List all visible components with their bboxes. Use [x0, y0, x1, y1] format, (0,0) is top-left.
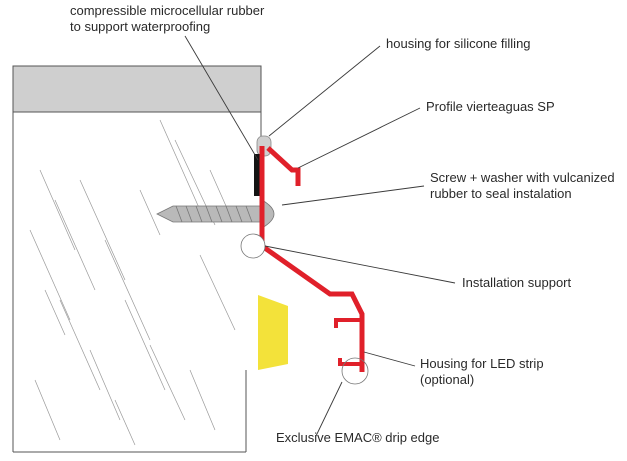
label-silicone: housing for silicone filling	[386, 36, 531, 51]
installation-support-circle	[240, 233, 266, 259]
label-led-line2: (optional)	[420, 372, 474, 387]
screw	[156, 199, 275, 229]
wall-texture	[29, 119, 236, 446]
label-rubber-line1: compressible microcellular rubber	[70, 3, 265, 18]
label-screw-line1: Screw + washer with vulcanized	[430, 170, 615, 185]
leader-lines	[184, 35, 456, 437]
label-rubber-line2: to support waterproofing	[70, 19, 210, 34]
wall-coping	[12, 65, 262, 113]
profile-vierteaguas	[259, 146, 365, 372]
label-led-line1: Housing for LED strip	[420, 356, 544, 371]
label-drip: Exclusive EMAC® drip edge	[276, 430, 439, 445]
drip-edge-circle	[341, 357, 369, 385]
label-support: Installation support	[462, 275, 572, 290]
wall-body	[12, 112, 262, 453]
label-screw-line2: rubber to seal instalation	[430, 186, 572, 201]
led-strip-block	[258, 295, 288, 370]
microcellular-rubber	[254, 154, 261, 196]
label-profile: Profile vierteaguas SP	[426, 99, 555, 114]
